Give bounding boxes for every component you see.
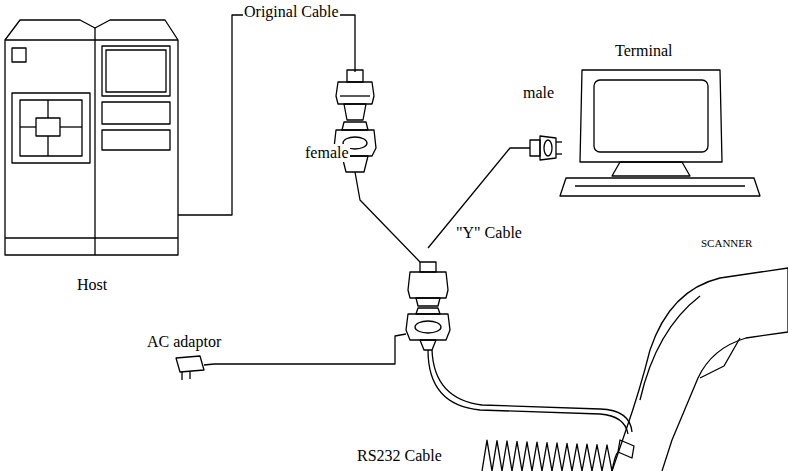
device-label: Host <box>76 276 108 294</box>
rs232-cable-inner <box>432 350 632 432</box>
y-cable-branch <box>428 148 530 248</box>
connector-label: male <box>522 84 555 102</box>
original-cable <box>178 15 355 215</box>
device-label: AC adaptor <box>146 333 222 351</box>
device-label: Terminal <box>614 42 674 60</box>
cable-label: "Y" Cable <box>455 224 523 242</box>
terminal <box>560 70 760 196</box>
cable-label: Original Cable <box>243 3 340 21</box>
barcode-scanner <box>612 268 788 471</box>
connector-label: female <box>304 144 350 162</box>
db25-connector-pair <box>406 262 450 350</box>
host-computer <box>5 20 178 255</box>
cable-label: RS232 Cable <box>356 447 443 465</box>
db25-male-connector <box>336 70 374 120</box>
device-label: SCANNER <box>700 237 753 250</box>
db9-male-connector <box>530 136 562 160</box>
y-cable <box>355 172 420 262</box>
coiled-cord <box>482 440 618 471</box>
rs232-cable <box>428 350 628 434</box>
